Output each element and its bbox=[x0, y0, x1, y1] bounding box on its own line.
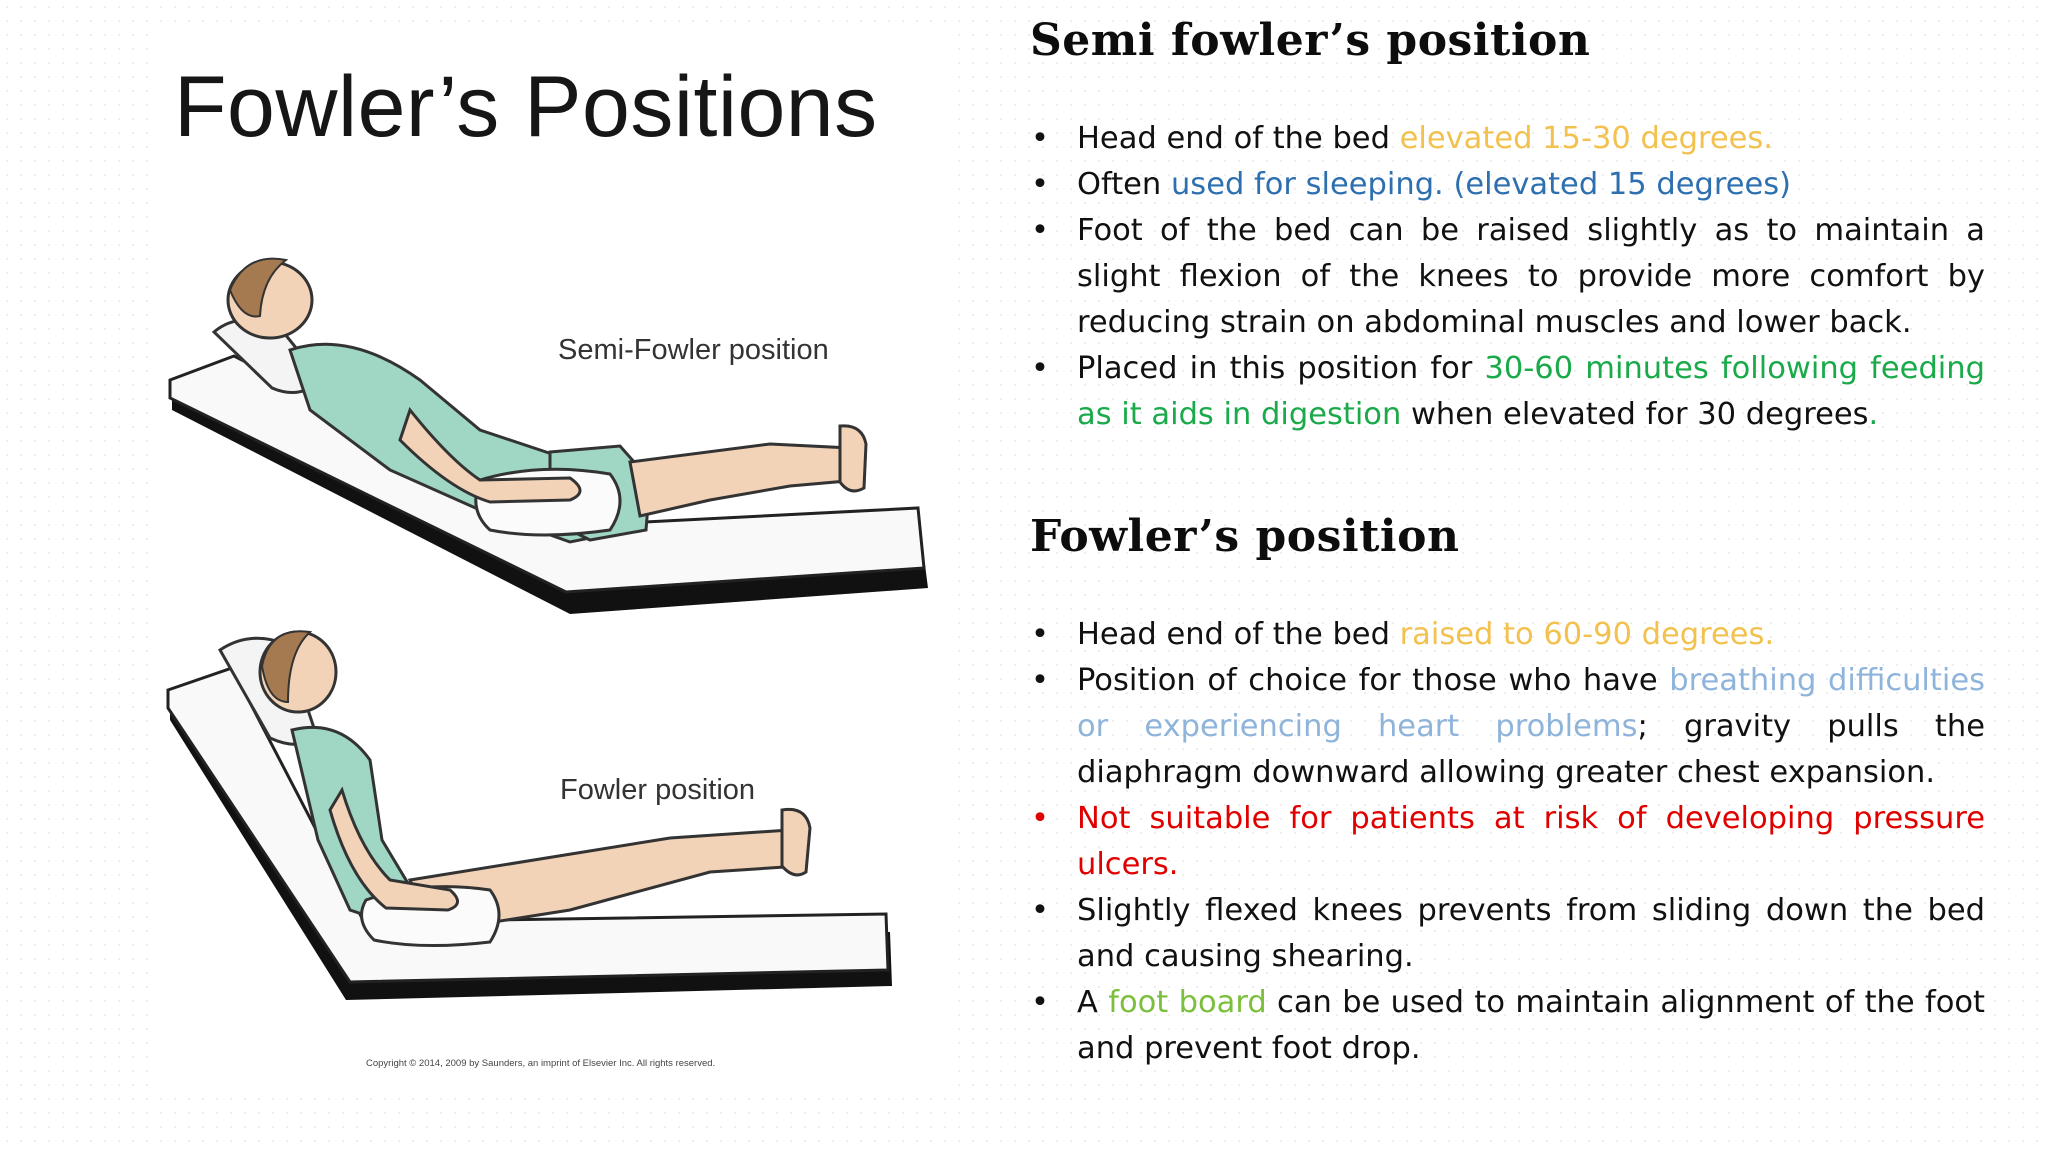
fowler-label: Fowler position bbox=[560, 774, 756, 806]
semi-fowler-illustration: Semi-Fowler position bbox=[150, 230, 955, 650]
fowler-feet bbox=[780, 807, 812, 877]
bullet-text: Foot of the bed can be raised slightly a… bbox=[1077, 213, 1985, 340]
bullet-item: • Foot of the bed can be raised slightly… bbox=[1030, 208, 1985, 346]
bullet-item: • Head end of the bed elevated 15-30 deg… bbox=[1030, 116, 1985, 162]
bullet-item: • A foot board can be used to maintain a… bbox=[1030, 980, 1985, 1072]
bullet-item: • Often used for sleeping. (elevated 15 … bbox=[1030, 162, 1985, 208]
fowler-section: Fowler’s position • Head end of the bed … bbox=[1030, 506, 1985, 1066]
bullet-dot: • bbox=[1031, 167, 1049, 202]
bullet-dot: • bbox=[1031, 893, 1049, 928]
bullet-item: • Slightly flexed knees prevents from sl… bbox=[1030, 888, 1985, 980]
copyright-notice: Copyright © 2014, 2009 by Saunders, an i… bbox=[366, 1058, 716, 1069]
bullet-item: • Placed in this position for 30-60 minu… bbox=[1030, 346, 1985, 438]
warning-text: Not suitable for patients at risk of dev… bbox=[1077, 801, 1985, 882]
bullet-dot: • bbox=[1031, 985, 1049, 1020]
semi-arm bbox=[398, 406, 582, 504]
semi-fowler-heading: Semi fowler’s position bbox=[1030, 15, 1591, 66]
highlight-text: used for sleeping. (elevated 15 degrees) bbox=[1170, 167, 1792, 202]
fowler-drawing bbox=[166, 630, 892, 1000]
highlight-text: breathing difficulties or experiencing h… bbox=[1077, 663, 1985, 744]
bullet-item: • Head end of the bed raised to 60-90 de… bbox=[1030, 612, 1985, 658]
bullet-text: Head end of the bed bbox=[1077, 617, 1400, 652]
bullet-text: A bbox=[1077, 985, 1109, 1020]
bullet-text: when elevated for 30 degrees bbox=[1401, 397, 1869, 432]
bullet-dot: • bbox=[1031, 121, 1049, 156]
semi-feet bbox=[838, 424, 868, 493]
semi-fowler-label: Semi-Fowler position bbox=[558, 334, 829, 366]
bullet-dot: • bbox=[1031, 801, 1049, 836]
fowler-bullets: • Head end of the bed raised to 60-90 de… bbox=[1030, 612, 1985, 1072]
fowler-illustration: Fowler position bbox=[150, 610, 955, 1040]
bullet-dot: • bbox=[1031, 663, 1049, 698]
semi-fowler-section: Semi fowler’s position • Head end of the… bbox=[1030, 10, 1985, 432]
semi-fowler-drawing bbox=[168, 257, 928, 614]
bullet-text: Slightly flexed knees prevents from slid… bbox=[1077, 893, 1985, 974]
highlight-text: foot board bbox=[1108, 985, 1267, 1020]
figure-panel: Fowler’s Positions bbox=[150, 30, 955, 1090]
bullet-dot: • bbox=[1031, 351, 1049, 386]
highlight-text: 30-60 minutes following feeding as it ai… bbox=[1077, 351, 1985, 432]
bullet-text: Position of choice for those who have bbox=[1077, 663, 1670, 698]
fowler-arm bbox=[328, 786, 459, 912]
semi-legs bbox=[628, 442, 860, 518]
semi-hair bbox=[228, 257, 289, 318]
bullet-text: Head end of the bed bbox=[1077, 121, 1400, 156]
bullet-text: Placed in this position for bbox=[1077, 351, 1485, 386]
bullet-text: ; gravity pulls the diaphragm downward a… bbox=[1077, 709, 1985, 790]
bullet-item: • Not suitable for patients at risk of d… bbox=[1030, 796, 1985, 888]
highlight-text: elevated 15-30 degrees. bbox=[1399, 121, 1773, 156]
highlight-text: raised to 60-90 degrees. bbox=[1399, 617, 1775, 652]
bullet-item: • Position of choice for those who have … bbox=[1030, 658, 1985, 796]
fowler-heading: Fowler’s position bbox=[1030, 511, 1460, 562]
bullet-text: can be used to maintain alignment of the… bbox=[1077, 985, 1986, 1066]
figure-title: Fowler’s Positions bbox=[174, 59, 878, 155]
fowler-hair bbox=[260, 630, 313, 704]
highlight-text: . bbox=[1868, 397, 1879, 432]
bullet-dot: • bbox=[1031, 213, 1049, 248]
bullet-dot: • bbox=[1031, 617, 1049, 652]
semi-fowler-bullets: • Head end of the bed elevated 15-30 deg… bbox=[1030, 116, 1985, 438]
bullet-text: Often bbox=[1077, 167, 1171, 202]
